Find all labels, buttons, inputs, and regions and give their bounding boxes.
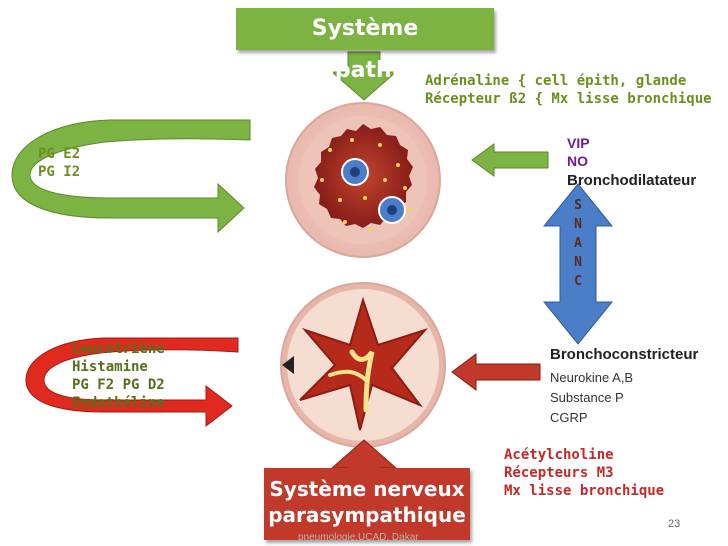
- constrictor-right-labels: Neurokine A,B Substance P CGRP: [550, 368, 633, 428]
- leucotriene-label: Leucotriène: [72, 341, 165, 357]
- dilated-bronchus: [285, 102, 441, 258]
- snanc-letters: S N A N C: [568, 196, 588, 291]
- pg-e2-label: PG E2: [38, 146, 81, 162]
- parasympathetic-title-line-2: parasympathique: [268, 503, 466, 527]
- sympathetic-mediators: Adrénaline { cell épith, glande Récepteu…: [425, 72, 712, 108]
- snanc-letter-5: C: [574, 274, 582, 289]
- acetylcholine-label: Acétylcholine: [504, 447, 614, 463]
- dilator-mediators: VIP NO: [567, 134, 590, 170]
- constrictor-left-labels: Leucotriène Histamine PG F2 PG D2 Endoth…: [72, 340, 165, 412]
- sympathetic-title: Système sympathique: [236, 8, 494, 83]
- page-number: 23: [668, 518, 681, 530]
- vip-no-left-arrow: [471, 143, 549, 177]
- smooth-muscle-label: Mx lisse bronchique: [504, 483, 665, 499]
- constricted-bronchus: [280, 282, 446, 448]
- sympathetic-title-text: Système sympathique: [284, 16, 446, 83]
- bronchoconstricteur-label: Bronchoconstricteur: [550, 346, 699, 363]
- snanc-letter-4: N: [574, 255, 582, 270]
- histamine-label: Histamine: [72, 359, 148, 375]
- mediator-line-2: Récepteur ß2 { Mx lisse bronchique: [425, 91, 712, 107]
- mediator-line-1: Adrénaline { cell épith, glande: [425, 73, 687, 89]
- pg-labels: PG E2 PG I2: [38, 145, 80, 181]
- parasympathetic-title-line-1: Système nerveux: [269, 477, 465, 501]
- parasympathetic-title: Système nerveux parasympathique: [264, 468, 470, 540]
- footer-text: pneumologie,UCAD, Dakar: [298, 532, 419, 543]
- snanc-double-arrow: [542, 183, 614, 345]
- leucotriene-red-curved-arrow: [25, 337, 239, 428]
- snanc-letter-3: A: [574, 236, 582, 251]
- substance-p-label: Substance P: [550, 390, 624, 405]
- sympathetic-down-arrow: [330, 51, 398, 101]
- parasympathetic-mediators: Acétylcholine Récepteurs M3 Mx lisse bro…: [504, 446, 664, 500]
- m3-receptors-label: Récepteurs M3: [504, 465, 614, 481]
- cgrp-label: CGRP: [550, 410, 588, 425]
- pg-green-curved-arrow: [11, 119, 251, 234]
- pg-f2-d2-label: PG F2 PG D2: [72, 377, 165, 393]
- no-label: NO: [567, 153, 588, 169]
- neurokine-label: Neurokine A,B: [550, 370, 634, 385]
- bronchodilatateur-label: Bronchodilatateur: [567, 172, 697, 189]
- snanc-letter-2: N: [574, 217, 582, 232]
- pg-i2-label: PG I2: [38, 164, 81, 180]
- endotheline-label: Endothéline: [72, 395, 165, 411]
- vip-label: VIP: [567, 135, 590, 151]
- snanc-letter-1: S: [574, 198, 582, 213]
- bronchoconstrictor-left-arrow: [451, 353, 541, 391]
